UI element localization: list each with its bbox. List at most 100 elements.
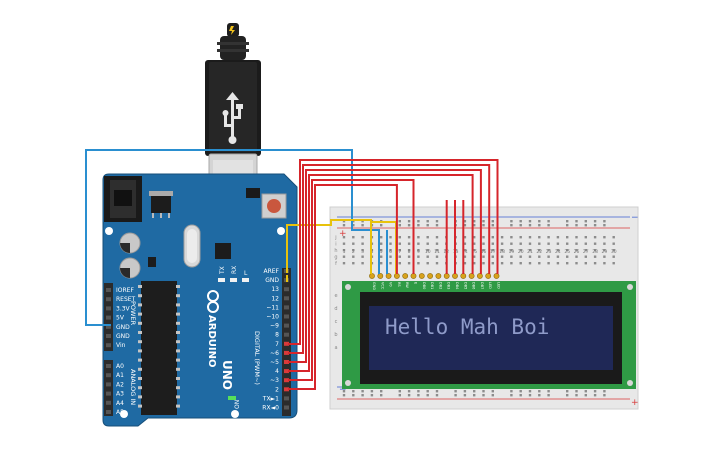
analog-pin-label: A4	[116, 400, 124, 407]
power-pin[interactable]	[106, 334, 111, 338]
lcd-pin[interactable]	[418, 273, 425, 279]
bb-column-number: 24	[555, 249, 561, 255]
analog-pin[interactable]	[106, 382, 111, 387]
arduino-uno[interactable]: TX RX L ARDUINO UNO ON IOREFRESET3.3V5VG…	[102, 173, 298, 427]
bb-column-number: 10	[425, 249, 431, 255]
digital-pin[interactable]	[284, 360, 289, 364]
digital-pin-label: ~10	[266, 314, 279, 321]
power-pin[interactable]	[106, 288, 111, 292]
analog-section-label: ANALOG IN	[129, 369, 137, 405]
bb-column-number: 18	[499, 249, 505, 255]
digital-pin[interactable]	[284, 296, 289, 301]
digital-pin-label: 12	[271, 295, 279, 302]
analog-pin[interactable]	[106, 364, 111, 368]
digital-pin[interactable]	[284, 369, 289, 374]
digital-pin[interactable]	[284, 396, 289, 401]
power-jack	[104, 176, 142, 222]
digital-pin[interactable]	[284, 387, 289, 392]
digital-pin[interactable]	[284, 341, 289, 346]
voltage-regulator	[149, 191, 173, 218]
bb-column-number: 2	[352, 249, 355, 255]
wire-data-red[interactable]	[288, 169, 482, 363]
digital-pin[interactable]	[284, 332, 289, 337]
digital-pin[interactable]	[284, 350, 289, 355]
bb-column-number: 21	[527, 249, 533, 255]
analog-pin-label: A0	[116, 363, 124, 370]
power-pin[interactable]	[106, 306, 111, 311]
reset-button[interactable]	[261, 193, 287, 219]
lcd-pin[interactable]	[369, 273, 375, 279]
lcd-pin-label: DB6	[472, 282, 476, 289]
lcd-pin-label: RS	[397, 282, 401, 287]
bb-row-letter: c	[335, 319, 338, 325]
bb-column-number: 16	[481, 249, 487, 255]
lcd-pin[interactable]	[485, 273, 492, 279]
digital-pin[interactable]	[284, 305, 289, 310]
lcd-pin-label: GND	[372, 282, 376, 290]
digital-section-label: DIGITAL (PWM~)	[253, 331, 261, 385]
bb-row-letter: h	[334, 248, 337, 254]
bb-column-number: 29	[602, 249, 608, 255]
atmega-chip	[138, 281, 180, 415]
digital-pin[interactable]	[284, 287, 289, 292]
wire-data-red[interactable]	[288, 179, 415, 381]
bb-row-letter: a	[334, 345, 337, 351]
power-pin[interactable]	[106, 324, 111, 329]
digital-pin-label: ~9	[270, 323, 279, 330]
power-pin[interactable]	[106, 343, 111, 348]
lcd-pin[interactable]	[427, 273, 433, 279]
wire-data-red[interactable]	[288, 159, 499, 345]
lcd-pin[interactable]	[402, 273, 409, 279]
digital-pin-label: 4	[275, 368, 279, 375]
bb-row-letter: b	[334, 332, 337, 338]
rail-minus-top: −	[631, 213, 639, 223]
digital-pin-label: TX►1	[262, 395, 279, 402]
lcd-pin[interactable]	[435, 273, 442, 279]
wire-data-red[interactable]	[288, 184, 398, 390]
digital-pin[interactable]	[284, 405, 289, 410]
digital-pin[interactable]	[284, 323, 289, 328]
analog-pin-label: A1	[116, 372, 124, 379]
rail-plus-bottom: +	[631, 398, 639, 408]
power-pin[interactable]	[106, 315, 111, 320]
wires[interactable]	[85, 149, 499, 390]
digital-pin[interactable]	[284, 378, 289, 383]
wire-data-red[interactable]	[288, 164, 491, 354]
analog-header[interactable]	[104, 360, 113, 416]
lcd-pin[interactable]	[377, 273, 384, 279]
bb-column-number: 15	[471, 249, 477, 255]
lcd-pin-label: DB4	[455, 282, 459, 290]
lcd-pin[interactable]	[468, 273, 475, 279]
lcd-display-text: Hello Mah Boi	[385, 315, 549, 339]
lcd-pin[interactable]	[443, 273, 450, 279]
bb-column-number: 28	[592, 249, 598, 255]
capacitors	[119, 232, 141, 279]
lcd-pin[interactable]	[393, 273, 400, 279]
power-pin[interactable]	[106, 297, 111, 302]
analog-pin[interactable]	[106, 400, 111, 405]
lcd-pin[interactable]	[410, 273, 417, 279]
status-leds: TX RX L	[218, 266, 249, 282]
lcd-pin[interactable]	[460, 273, 467, 279]
wire-data-red[interactable]	[288, 174, 474, 372]
analog-pin[interactable]	[106, 391, 111, 396]
lcd-pin-label: LED	[488, 282, 492, 289]
on-led	[228, 396, 236, 400]
analog-pin[interactable]	[106, 373, 111, 378]
digital-pin-label: 7	[275, 341, 279, 348]
lcd-pin[interactable]	[452, 273, 458, 279]
lcd-pin[interactable]	[493, 273, 500, 279]
analog-pin[interactable]	[106, 410, 111, 414]
digital-pin[interactable]	[284, 314, 289, 319]
power-pin-label: GND	[116, 333, 130, 340]
power-pin-label: RESET	[116, 296, 136, 303]
brand-label: ARDUINO	[206, 315, 217, 367]
lcd-pin-label: DB3	[447, 282, 451, 289]
lcd-pin[interactable]	[476, 273, 483, 279]
digital-pin-label: GND	[265, 277, 279, 284]
lcd-pin-label: DB7	[480, 282, 484, 289]
lcd-pin[interactable]	[385, 273, 392, 279]
power-pin-label: 5V	[116, 315, 125, 322]
